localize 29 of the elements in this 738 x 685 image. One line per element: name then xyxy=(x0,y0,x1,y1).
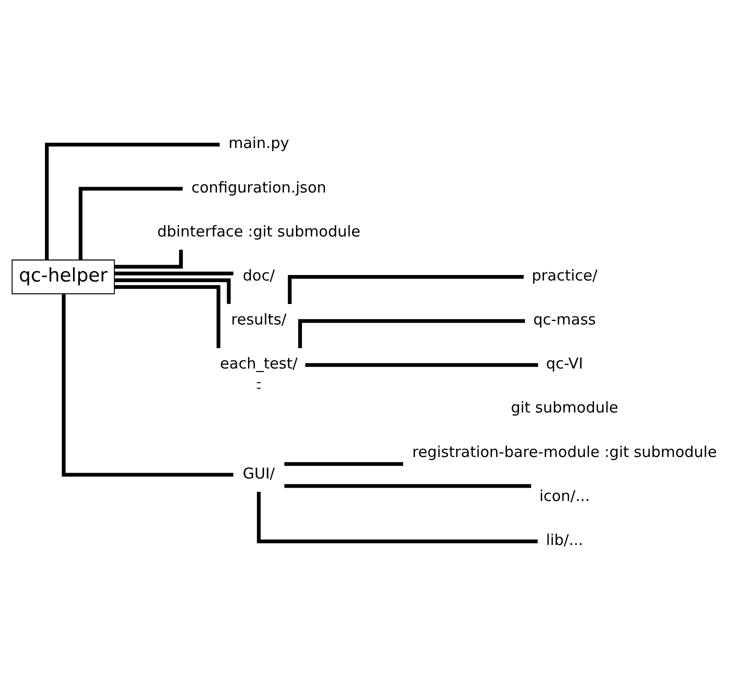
connector xyxy=(298,318,525,348)
connector xyxy=(78,186,183,260)
connector xyxy=(288,274,524,304)
node-box: qc-helper xyxy=(12,259,115,294)
connector xyxy=(114,278,231,304)
node-text: practice/ xyxy=(532,266,598,284)
node-text: results/ xyxy=(231,310,286,328)
connector xyxy=(114,271,234,275)
node-text: configuration.json xyxy=(191,178,326,196)
node-text: icon/... xyxy=(539,486,590,504)
connector xyxy=(44,142,220,260)
node-text: qc-VI xyxy=(546,354,584,372)
connector xyxy=(114,249,183,268)
node-text: GUI/ xyxy=(242,464,275,482)
connector xyxy=(114,284,220,348)
node-text: qc-mass xyxy=(533,310,596,328)
node-text: main.py xyxy=(228,134,290,152)
node-text: each_test/ xyxy=(220,354,298,372)
connector xyxy=(62,294,234,476)
connector xyxy=(284,484,532,488)
node-text: registration-bare-module :git submodule xyxy=(412,442,717,460)
connector xyxy=(256,382,261,392)
node-text: doc/ xyxy=(242,266,275,284)
connector xyxy=(305,362,538,366)
label: git submodule xyxy=(510,398,618,416)
connector xyxy=(284,462,404,466)
node-text: lib/... xyxy=(546,530,584,548)
connector xyxy=(256,491,538,543)
node-text: dbinterface :git submodule xyxy=(157,222,360,240)
